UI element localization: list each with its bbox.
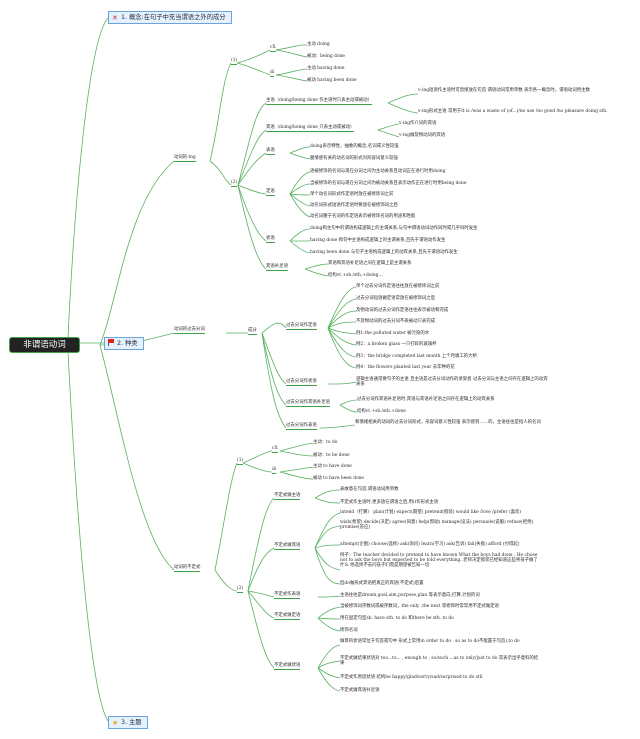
node-ing-pred-2[interactable]: v-ing做及物动词的宾语	[399, 133, 446, 138]
node-inf-ding-2[interactable]: 用在固定句型sb. have sth. to do 和there be sth.…	[340, 616, 454, 621]
node-ing-buzhu-2[interactable]: 结构vt.+sb./sth.+doing...	[328, 273, 383, 278]
node-past-buzhu[interactable]: 过去分词作宾语补足语	[286, 400, 330, 407]
topic-types[interactable]: 2. 种类	[104, 337, 144, 350]
topic-concept-label: 1. 概念:在句子中充当谓语之外的成分	[121, 14, 226, 21]
node-inf-cx[interactable]: cX	[272, 446, 278, 453]
node-inf-subj-1[interactable]: 表故意在句首,谓语动词用单数	[340, 487, 399, 492]
node-inf-zhuang-4[interactable]: 不定式做宾语补足语	[340, 688, 380, 693]
node-past-biao[interactable]: 过去分词作表语	[286, 423, 317, 430]
topic-types-label: 2. 种类	[117, 340, 138, 347]
node-ing-subj-2[interactable]: v-ing形式主语 常用于It is /was a waste of (of..…	[418, 109, 608, 114]
node-inf-di[interactable]: di	[272, 467, 277, 474]
node-ing-buzhu[interactable]: 宾语补足语	[266, 264, 288, 271]
node-inf-zhuang[interactable]: 不定式做状语	[274, 663, 301, 670]
node-ing-zhuang-3[interactable]: having been done 与句子主语构成逻辑上的动宾关系,且先于谓语动作…	[310, 250, 458, 255]
node-inf-1[interactable]: (1)	[237, 458, 244, 465]
node-inf-subj[interactable]: 不定式做主语	[274, 493, 301, 500]
node-ing-ding-1[interactable]: 语被修饰的名词与现在分词之间为主动关系且动词正在进行时用doing	[310, 169, 446, 174]
node-ing-cx[interactable]: cX	[270, 45, 276, 52]
node-past-ding-4[interactable]: 不及物动词的过去分词不表被动只表完成	[356, 319, 436, 324]
node-inf-obj-3[interactable]: attempt(企图) choose(选择) ask(询问) learn(学习)…	[340, 542, 520, 547]
node-ing-pred[interactable]: 宾语（doing/being done 只表主动或被动）	[266, 125, 355, 132]
node-ing-biao[interactable]: 表语	[266, 148, 275, 155]
node-inf-biao[interactable]: 不定式作表语	[274, 592, 301, 599]
node-past-zhuang-1[interactable]: 逻辑主语通常要句子的主语 且主语是过去分词动作的承受者 过去分词与主语之间存在逻…	[356, 377, 548, 388]
node-ing-2[interactable]: (2)	[231, 180, 238, 187]
node-inf[interactable]: 动词的不定式	[174, 565, 201, 572]
topic-concept[interactable]: ✕1. 概念:在句子中充当谓语之外的成分	[108, 11, 232, 24]
node-inf-obj-4[interactable]: 例子：The teacher decided to pretend to hav…	[340, 553, 538, 569]
node-ing-biao-1[interactable]: doing表示特性、抽象的概念,名词或义性较强	[310, 144, 399, 149]
node-past-ding-8[interactable]: 例4：the flowers planted last year 去年种的花	[356, 365, 455, 370]
node-ing-pred-1[interactable]: v-ing作介词的宾语	[399, 121, 437, 126]
node-ing[interactable]: 动词的-ing	[174, 155, 196, 162]
node-inf-di-passive[interactable]: 被动 to have been done	[313, 476, 365, 481]
node-ing-subj[interactable]: 主语（doing/being done 作主语时只表主动或被动）	[266, 98, 372, 105]
node-ing-buzhu-1[interactable]: 宾语和宾语补足语之间在逻辑上是主谓关系	[328, 261, 412, 266]
topic-theme[interactable]: ★3. 主题	[108, 716, 148, 729]
node-ing-ding-2[interactable]: 当被修饰的名词与现在分词之间为被动关系且表示动作正在进行时用being done	[310, 181, 467, 186]
node-inf-cx-active[interactable]: 主动：to do	[313, 440, 338, 445]
node-ing-ding-4[interactable]: 动名词形式短语作定语时要放在被修饰词之后	[310, 203, 398, 208]
node-past-ding-7[interactable]: 例3：the bridge completed last month 上个月竣工…	[356, 354, 477, 359]
node-inf-di-active[interactable]: 主动 to have done	[313, 464, 352, 469]
node-inf-zhuang-2[interactable]: 不定式做结果状语对 too...to... , enough to , so/s…	[340, 656, 539, 667]
node-past-chengfen[interactable]: 成分	[248, 328, 257, 335]
node-inf-cx-passive[interactable]: 被动：to be done	[313, 453, 350, 458]
node-inf-ding[interactable]: 不定式做定语	[274, 613, 301, 620]
node-ing-di-passive[interactable]: 被动 having been done	[307, 78, 357, 83]
node-past-ding-5[interactable]: 例1:the polluted water 被污染的水	[356, 331, 430, 336]
node-inf-subj-2[interactable]: 不定式作主语时,更多放在谓语之后,用it作形式主语	[340, 500, 439, 505]
node-ing-ding[interactable]: 定语	[266, 189, 275, 196]
node-past-buzhu-2[interactable]: 结构vt.+sb./sth.+done	[357, 409, 406, 414]
flag-icon	[108, 339, 115, 346]
node-past-ding-3[interactable]: 及物动词的过去分词作定语往往表示被动和完成	[356, 308, 449, 313]
node-inf-obj-2[interactable]: wish(希望) decide(决定) agree(同意) help(帮助) m…	[340, 520, 534, 531]
node-ing-cx-active[interactable]: 主动 doing	[307, 42, 330, 47]
node-inf-obj[interactable]: 不定式做宾语	[274, 543, 301, 550]
node-ing-1[interactable]: (1)	[231, 58, 238, 65]
cross-icon: ✕	[112, 14, 118, 22]
root-node[interactable]: 非谓语动词	[9, 337, 80, 353]
node-ing-di[interactable]: di	[270, 70, 275, 77]
node-ing-cx-passive[interactable]: 被动：being done	[307, 54, 345, 59]
node-ing-zhuang-1[interactable]: doing和主句中的谓语构成逻辑上的主谓关系,与句中谓语动词动作同时或几乎同时发…	[310, 226, 478, 231]
node-inf-2[interactable]: (2)	[237, 586, 244, 593]
topic-theme-label: 3. 主题	[121, 719, 142, 726]
node-inf-obj-1[interactable]: intend（打算） plan(计划) expect(期望) pretend(假…	[340, 510, 522, 515]
node-ing-biao-2[interactable]: 腿情感有关的动名词的形式对形容词意义较强	[310, 156, 398, 161]
node-past-ding-1[interactable]: 单个过去分词作定语往往放在被修饰词之前	[356, 284, 440, 289]
node-past-ding[interactable]: 过去分词作定语	[286, 323, 317, 330]
node-inf-ding-1[interactable]: 当被修饰词序数词或被序数词，the only ,the next 等修饰时常常用…	[340, 604, 499, 609]
node-past-biao-1[interactable]: 和情绪相关的动词的过去分词形式，形容词意义性较强 表示感到……的，主语往往是指人…	[355, 420, 541, 425]
node-inf-zhuang-1[interactable]: 做目的状语常位于句首或句中 形式上常用in order to do , so a…	[340, 639, 520, 644]
node-past-ding-6[interactable]: 例2：a broken glass 一只打碎的玻璃杯	[356, 342, 437, 347]
node-ing-ding-3[interactable]: 单个动名词形式作定语时放在被修饰词之前	[310, 192, 394, 197]
star-icon: ★	[112, 719, 119, 727]
node-inf-obj-5[interactable]: 但do做形式宾语把真正的宾语(不定式)后置	[340, 581, 424, 586]
node-inf-biao-1[interactable]: 主语往往是dream,goal,aim,purpose,plan 等表示意向,打…	[340, 593, 480, 598]
node-past-ding-2[interactable]: 过去分词短语做定语常放在被修饰词之后	[356, 296, 436, 301]
node-past[interactable]: 动词的过去分词	[174, 327, 205, 334]
node-ing-zhuang[interactable]: 状语	[266, 236, 275, 243]
node-inf-ding-3[interactable]: 修饰名词	[340, 628, 358, 633]
node-past-buzhu-1[interactable]: 过去分词作宾语补足语时,宾语与宾语补足语之间存在逻辑上的动宾关系	[357, 397, 495, 402]
node-ing-subj-1[interactable]: v-ing短语作主语时可直接放在句首 谓语动词常用单数 表示各一概念时，谓语动词…	[418, 88, 590, 93]
node-ing-zhuang-2[interactable]: having done 和句中主语构成逻辑上的主谓关系,且先于谓语动作发生	[310, 238, 446, 243]
node-ing-di-active[interactable]: 主动 having done	[307, 66, 345, 71]
node-past-zhuang[interactable]: 过去分词作状语	[286, 379, 317, 386]
node-inf-zhuang-3[interactable]: 不定式作原因状语 结构be happy/glad/sorry/sad/surpr…	[340, 675, 483, 680]
node-ing-ding-5[interactable]: 动名词腰于名词的作定语表示被修饰名词的用途和性能	[310, 214, 416, 219]
